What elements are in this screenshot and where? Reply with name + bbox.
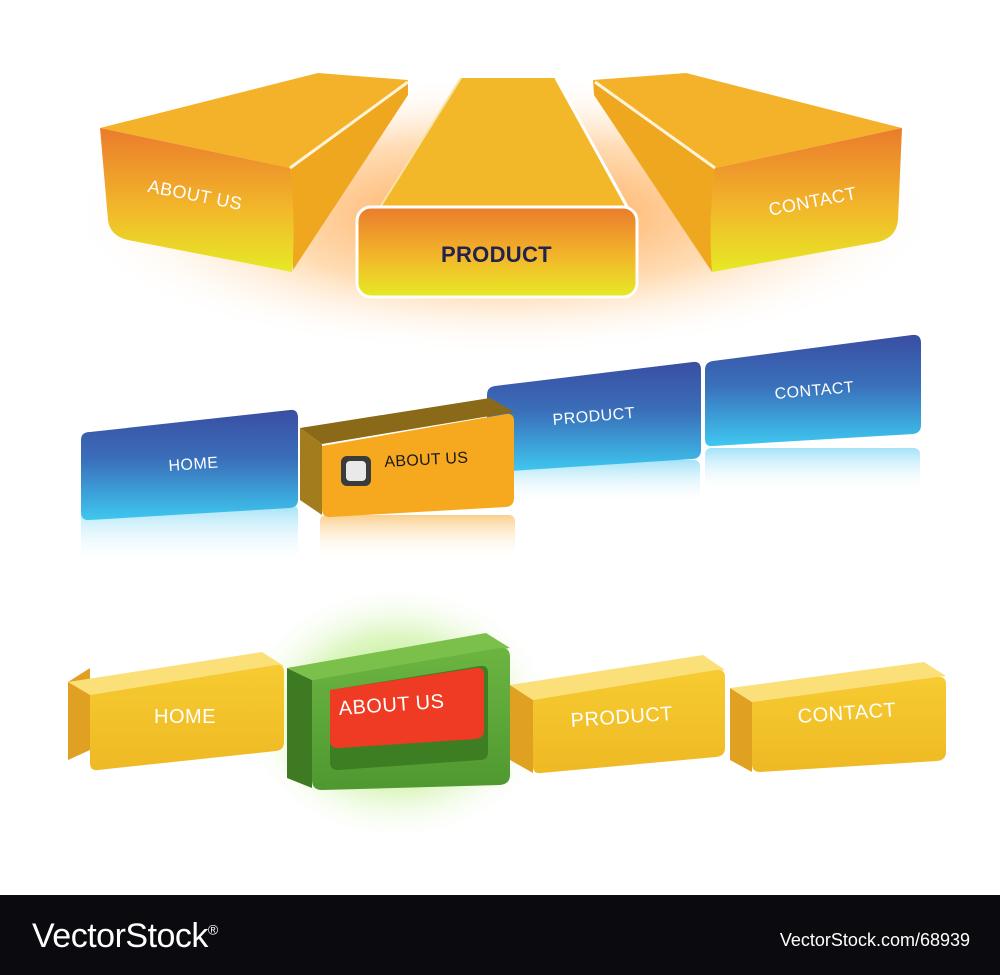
top-menu-about-us-shape[interactable] xyxy=(100,73,409,272)
brand-registered-mark: ® xyxy=(207,921,218,938)
top-menu-contact-shape[interactable] xyxy=(593,73,902,272)
top-menu-product-label[interactable]: PRODUCT xyxy=(441,242,552,267)
about-tab-reflection xyxy=(320,515,515,560)
contact-tab-reflection xyxy=(705,448,920,493)
yellow-tab-contact-shape[interactable] xyxy=(730,662,946,772)
home-tab-reflection xyxy=(81,505,298,565)
blue-tab-product-shape[interactable] xyxy=(487,361,701,472)
blue-tab-contact-shape[interactable] xyxy=(705,334,921,447)
product-tab-reflection xyxy=(487,460,700,505)
yellow-tab-home-shape[interactable] xyxy=(68,652,284,771)
footer-bar xyxy=(0,895,1000,975)
image-id: VectorStock.com/68939 xyxy=(779,930,970,950)
menu-graphics xyxy=(65,73,946,843)
brand-name: VectorStock xyxy=(32,917,208,955)
yellow-tab-product-shape[interactable] xyxy=(510,655,725,774)
yellow-tab-about-us-active-shape[interactable] xyxy=(287,633,510,790)
blue-tab-home-label[interactable]: HOME xyxy=(168,454,220,475)
blue-tab-about-us-active-shape[interactable] xyxy=(300,398,514,517)
blue-tab-home-shape[interactable] xyxy=(81,409,298,521)
brand-logo[interactable]: VectorStock® xyxy=(32,917,218,956)
top-menu-product-shape[interactable] xyxy=(355,77,639,299)
yellow-tab-home-label[interactable]: HOME xyxy=(154,706,216,728)
